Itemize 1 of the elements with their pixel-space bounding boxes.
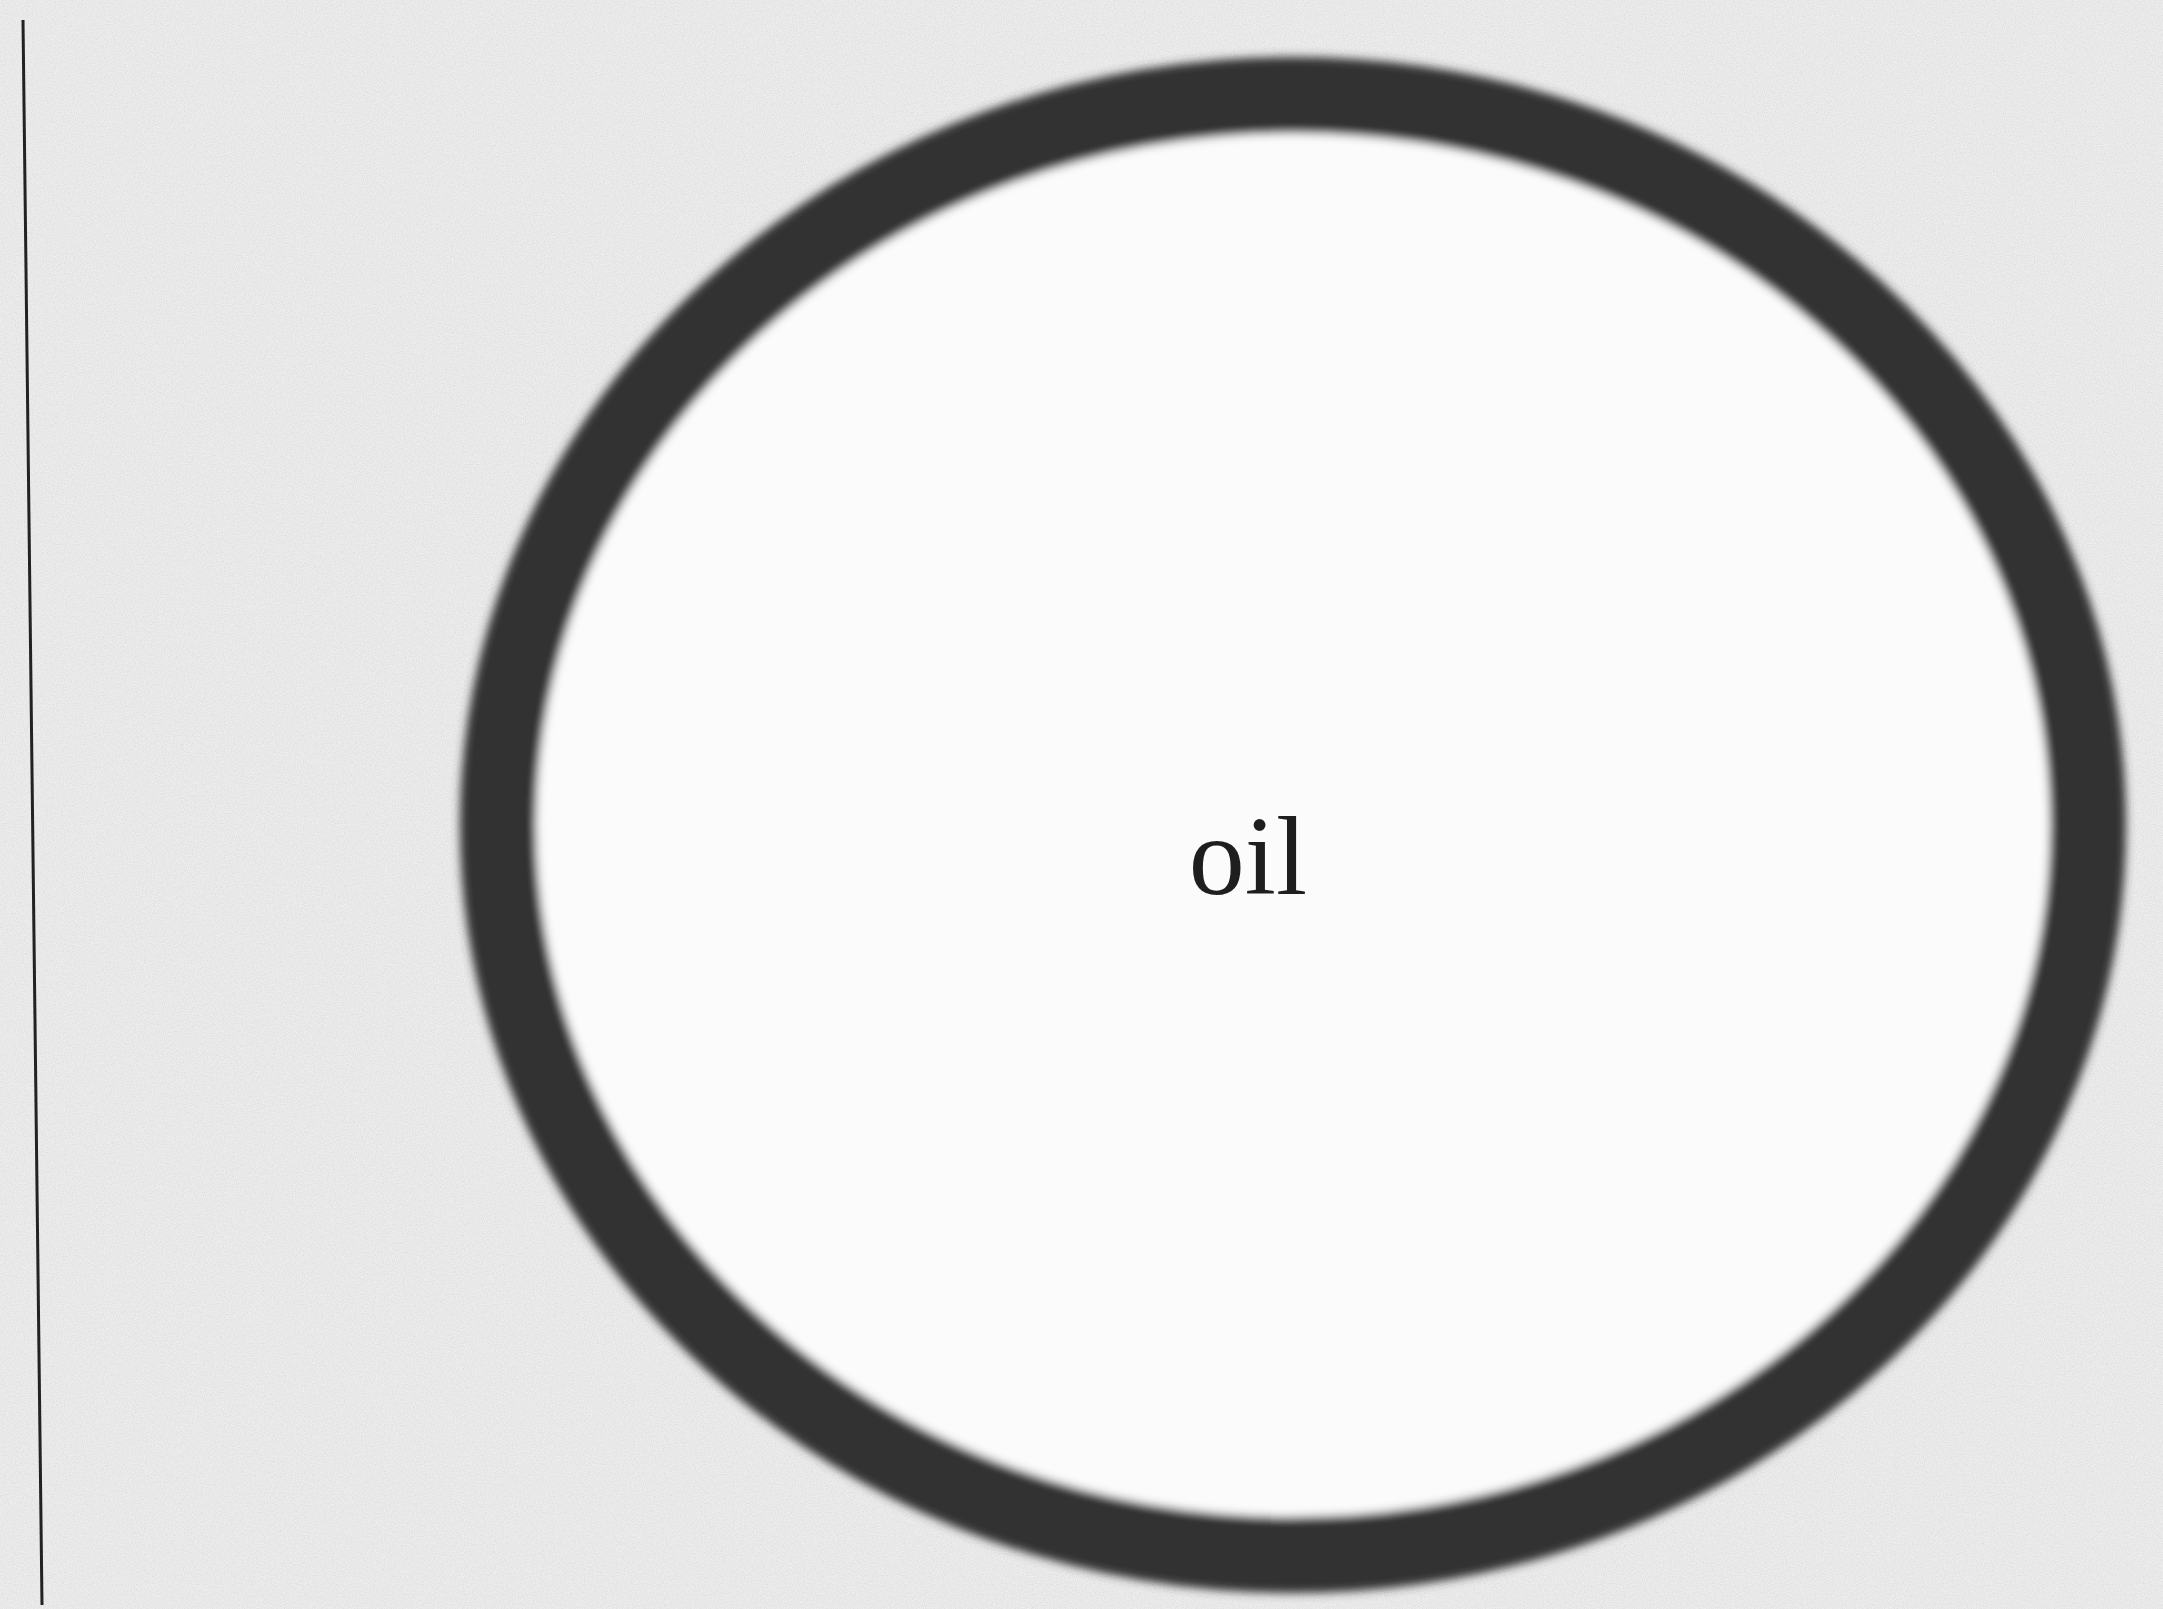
- circle-label: oil: [1188, 799, 1307, 912]
